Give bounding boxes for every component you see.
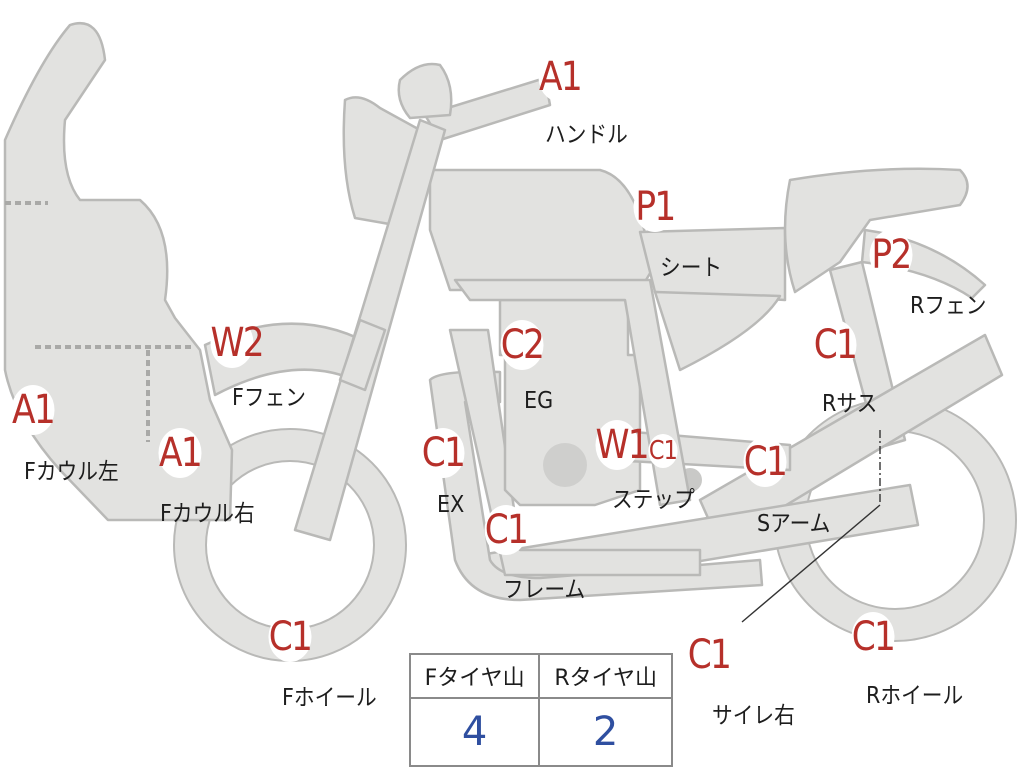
seat-grade: P1 [633,182,677,232]
step-grade-secondary: C1 [648,434,678,468]
exhaust-grade: C1 [421,428,466,478]
handle-grade: A1 [538,52,583,102]
f-fender-grade: W2 [210,318,265,368]
silencer-right-grade: C1 [687,630,732,680]
exhaust-label: EX [437,492,465,518]
r-fender-label: Rフェン [910,293,987,319]
step-grade: W1 [595,420,650,470]
f-wheel-grade: C1 [268,612,313,662]
tire-tread-table: Fタイヤ山 Rタイヤ山 4 2 [408,653,673,767]
step-label: ステップ [612,487,695,513]
r-suspension-grade: C1 [813,320,858,370]
handle-label: ハンドル [545,122,628,148]
f-cowl-right-label: Fカウル右 [160,501,255,527]
frame-label: フレーム [503,577,586,603]
f-wheel-label: Fホイール [282,685,377,711]
seat-label: シート [660,255,723,281]
seat-shape [638,226,787,302]
front-tire-tread-header: Fタイヤ山 [408,653,541,699]
r-fender-grade: P2 [869,230,913,280]
front-tire-tread-value: 4 [408,697,541,767]
engine-grade: C2 [500,320,545,370]
rear-tire-tread-value: 2 [538,697,673,767]
f-cowl-right-grade: A1 [158,428,203,478]
engine-label: EG [524,388,554,414]
r-wheel-grade: C1 [851,612,896,662]
r-suspension-label: Rサス [822,391,878,417]
f-fender-label: Fフェン [232,385,307,411]
f-cowl-left-label: Fカウル左 [24,459,119,485]
front-cowl-shape [3,22,234,522]
swing-arm-grade: C1 [743,437,788,487]
swing-arm-label: Sアーム [757,511,831,537]
r-wheel-label: Rホイール [866,683,964,709]
silencer-right-label: サイレ右 [712,703,795,729]
rear-tire-tread-header: Rタイヤ山 [538,653,673,699]
tank-shape [428,168,654,292]
frame-grade: C1 [484,505,529,555]
f-cowl-left-grade: A1 [11,385,56,435]
